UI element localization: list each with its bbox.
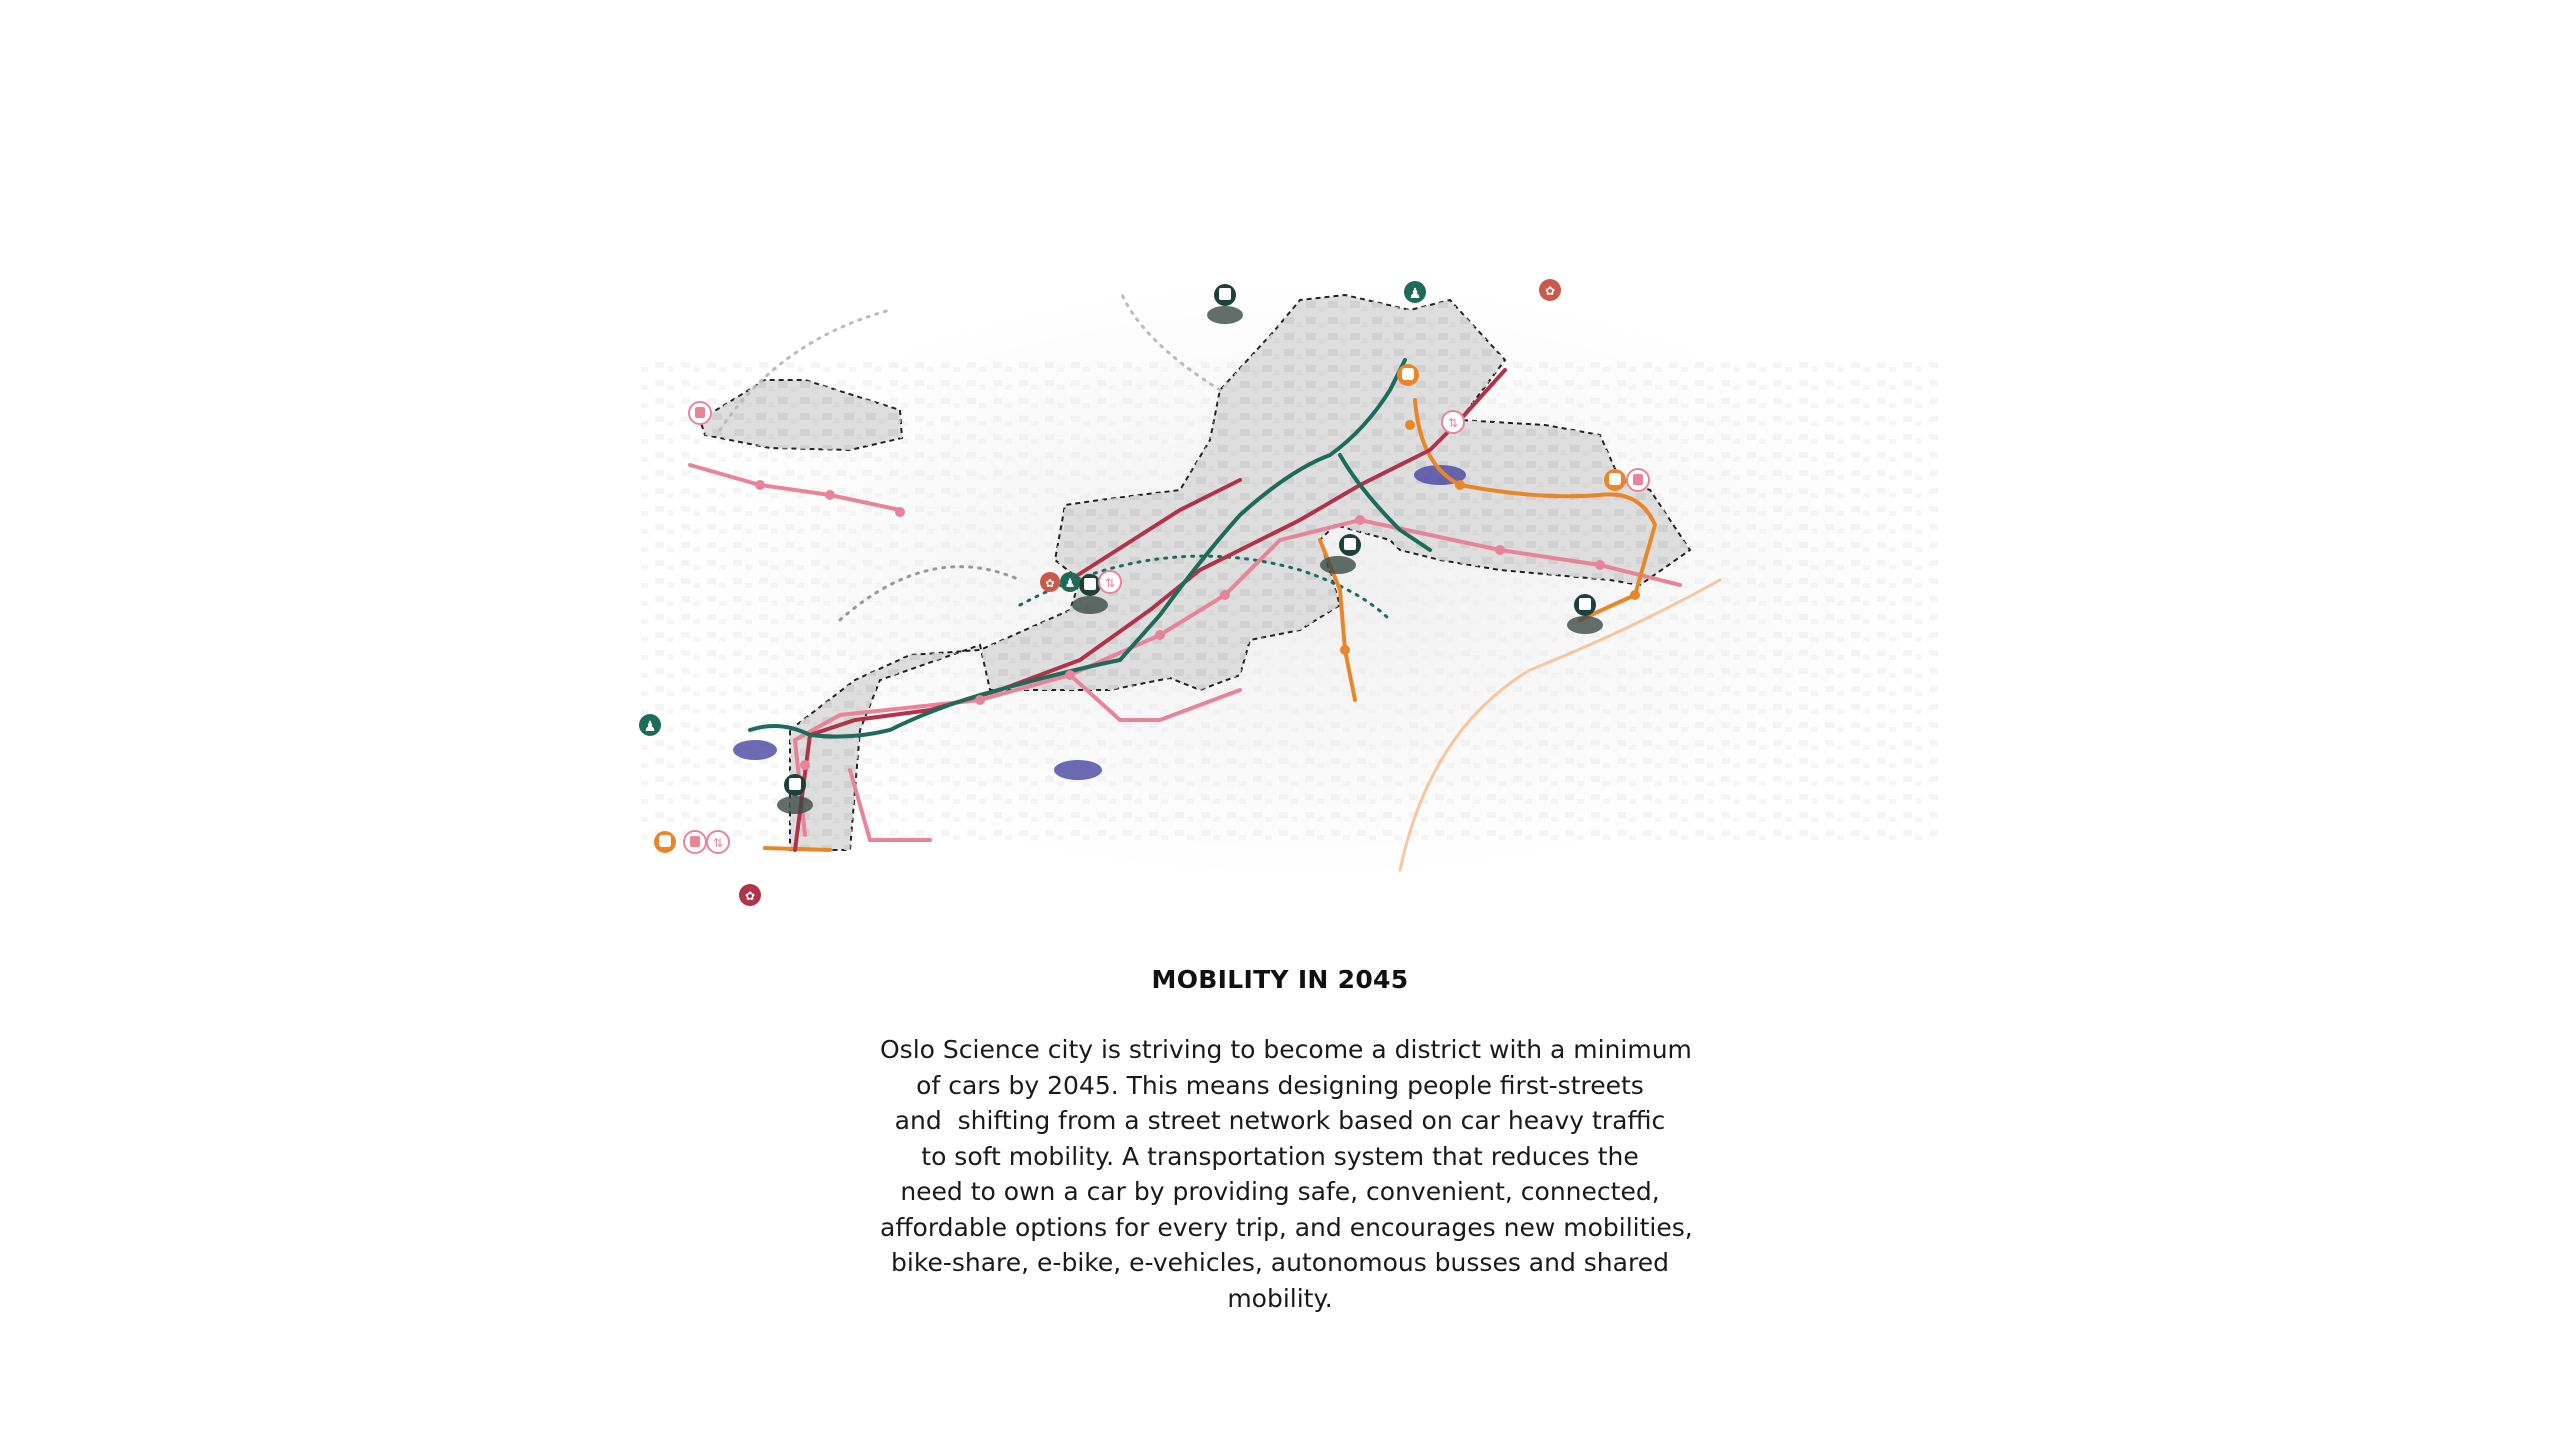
description-line: need to own a car by providing safe, con… xyxy=(900,1177,1660,1206)
tram-stop-icon xyxy=(784,284,1596,796)
svg-text:⇅: ⇅ xyxy=(713,836,723,850)
svg-text:♟: ♟ xyxy=(1409,286,1422,302)
figure-description: Oslo Science city is striving to become … xyxy=(880,1032,1693,1316)
description-line: to soft mobility. A transportation syste… xyxy=(921,1141,1639,1171)
svg-text:✿: ✿ xyxy=(1545,284,1555,298)
bus-line-orange-faded xyxy=(1398,578,1722,872)
description-line: affordable options for every trip, and e… xyxy=(880,1212,1693,1242)
description-line: bike-share, e-bike, e-vehicles, autonomo… xyxy=(891,1248,1669,1277)
svg-text:⇅: ⇅ xyxy=(1448,416,1458,430)
mobility-map-svg: ♟ ♟ ♟ ✿ ✿ ✿ ⇅ ⇅ ⇅ xyxy=(639,279,1940,906)
metro-line xyxy=(793,368,1507,852)
description-line: Oslo Science city is striving to become … xyxy=(880,1035,1692,1064)
svg-text:✿: ✿ xyxy=(745,889,755,903)
svg-text:⇅: ⇅ xyxy=(1105,576,1115,590)
mobility-map: ♟ ♟ ♟ ✿ ✿ ✿ ⇅ ⇅ ⇅ xyxy=(600,250,2020,950)
description-line: mobility. xyxy=(1227,1283,1333,1313)
description-line: and shifting from a street network based… xyxy=(894,1106,1666,1135)
svg-text:✿: ✿ xyxy=(1045,577,1054,590)
tram-line xyxy=(748,358,1432,739)
car-share-icon: ⇅ ⇅ ⇅ xyxy=(706,410,1465,854)
svg-text:♟: ♟ xyxy=(1065,576,1076,590)
stop-markers xyxy=(755,420,1640,770)
bus-line-pink xyxy=(688,463,1682,842)
walking-paths xyxy=(718,288,1392,622)
figure-title: MOBILITY IN 2045 xyxy=(1151,965,1409,994)
description-line: of cars by 2045. This means designing pe… xyxy=(916,1070,1644,1100)
svg-text:♟: ♟ xyxy=(644,719,657,735)
station-hubs xyxy=(777,306,1603,814)
bus-icon xyxy=(654,364,1650,854)
building-texture xyxy=(700,295,1690,850)
bike-icon: ✿ ✿ ✿ xyxy=(739,279,1561,906)
walk-icon: ♟ ♟ ♟ xyxy=(639,281,1426,736)
